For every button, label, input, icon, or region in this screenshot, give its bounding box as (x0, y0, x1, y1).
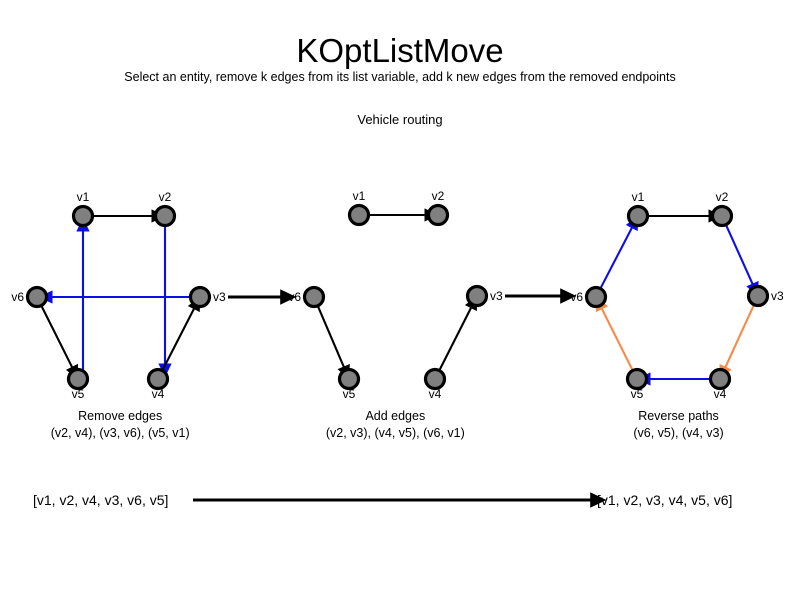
edges-add (317, 208, 478, 380)
before-list: [v1, v2, v4, v3, v6, v5] (33, 492, 168, 508)
caption-detail-reverse: (v6, v5), (v4, v3) (633, 426, 723, 440)
node-v6[interactable] (302, 285, 326, 309)
node-v5[interactable] (66, 367, 90, 391)
transitions-layer (228, 288, 577, 305)
node-label-v1: v1 (632, 190, 645, 204)
node-v2[interactable] (153, 204, 177, 228)
edges-reverse (595, 209, 759, 386)
node-v5[interactable] (337, 367, 361, 391)
edge-v5-to-v6 (595, 296, 634, 371)
node-v3[interactable] (746, 284, 770, 308)
node-label-v5: v5 (72, 387, 85, 401)
node-v4[interactable] (423, 367, 447, 391)
node-label-v3: v3 (490, 289, 503, 303)
caption-detail-add: (v2, v3), (v4, v5), (v6, v1) (326, 426, 465, 440)
node-v1[interactable] (347, 203, 371, 227)
node-label-v4: v4 (429, 387, 442, 401)
node-v6[interactable] (25, 285, 49, 309)
caption-title-add: Add edges (365, 409, 425, 423)
edge-v6-to-v5 (40, 305, 79, 380)
node-label-v5: v5 (631, 387, 644, 401)
edge-v3-to-v4 (719, 305, 755, 380)
edge-v4-to-v3 (161, 296, 201, 371)
node-v4[interactable] (146, 367, 170, 391)
node-v3[interactable] (188, 285, 212, 309)
node-label-v4: v4 (714, 387, 727, 401)
edge-v6-to-v5 (317, 306, 350, 380)
node-v5[interactable] (625, 367, 649, 391)
node-label-v3: v3 (771, 289, 784, 303)
edge-v4-to-v3 (438, 295, 478, 371)
node-label-v6: v6 (11, 290, 24, 304)
caption-detail-remove: (v2, v4), (v3, v6), (v5, v1) (51, 426, 190, 440)
page-title: KOptListMove (296, 32, 503, 69)
node-label-v2: v2 (716, 190, 729, 204)
node-label-v1: v1 (77, 190, 90, 204)
caption-title-reverse: Reverse paths (638, 409, 719, 423)
edge-v6-to-v1 (599, 215, 639, 289)
node-v6[interactable] (584, 285, 608, 309)
node-label-v6: v6 (288, 290, 301, 304)
node-label-v6: v6 (570, 290, 583, 304)
node-label-v1: v1 (353, 189, 366, 203)
edge-v2-to-v3 (725, 225, 759, 297)
node-label-v2: v2 (432, 189, 445, 203)
section-label: Vehicle routing (357, 112, 442, 127)
node-label-v3: v3 (213, 290, 226, 304)
after-list: [v1, v2, v3, v4, v5, v6] (597, 492, 732, 508)
node-v2[interactable] (426, 203, 450, 227)
page-subtitle: Select an entity, remove k edges from it… (124, 70, 675, 84)
node-v1[interactable] (626, 204, 650, 228)
node-v2[interactable] (710, 204, 734, 228)
node-label-v4: v4 (152, 387, 165, 401)
node-v1[interactable] (71, 204, 95, 228)
result-row: [v1, v2, v4, v3, v6, v5] [v1, v2, v3, v4,… (33, 492, 732, 508)
node-label-v2: v2 (159, 190, 172, 204)
node-label-v5: v5 (343, 387, 356, 401)
node-v3[interactable] (465, 284, 489, 308)
edges-remove (38, 209, 201, 380)
node-v4[interactable] (708, 367, 732, 391)
caption-title-remove: Remove edges (78, 409, 162, 423)
